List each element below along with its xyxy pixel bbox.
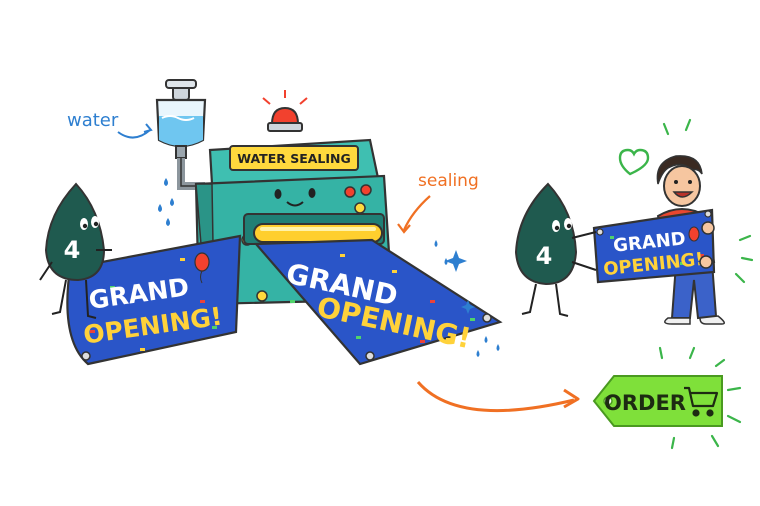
order-sparkle-lines xyxy=(658,346,742,450)
mascot-right-number: 4 xyxy=(536,242,553,270)
order-button[interactable]: ORDER xyxy=(592,375,723,427)
sealing-label: sealing xyxy=(418,171,479,191)
arrow-to-order xyxy=(416,381,575,413)
machine-sign-text: WATER SEALING xyxy=(237,151,351,166)
heart-icon xyxy=(618,148,650,176)
mascot-left-number: 4 xyxy=(64,236,81,264)
mascot-left: 4 xyxy=(39,182,112,319)
left-banner: GRAND OPENING! xyxy=(66,234,242,366)
right-banner: GRAND OPENING! xyxy=(592,208,716,284)
sparkle-decorations xyxy=(434,240,500,357)
machine-sign xyxy=(229,145,359,171)
mascot-right: 4 xyxy=(514,182,597,317)
sealing-arrow xyxy=(402,195,431,231)
water-label: water xyxy=(67,110,119,131)
shopping-cart-icon xyxy=(684,386,719,417)
order-button-label: ORDER xyxy=(604,391,686,415)
siren-light xyxy=(262,90,308,132)
celebration-lines xyxy=(662,118,754,284)
machine-output-banner: GRAND OPENING! xyxy=(253,238,503,366)
